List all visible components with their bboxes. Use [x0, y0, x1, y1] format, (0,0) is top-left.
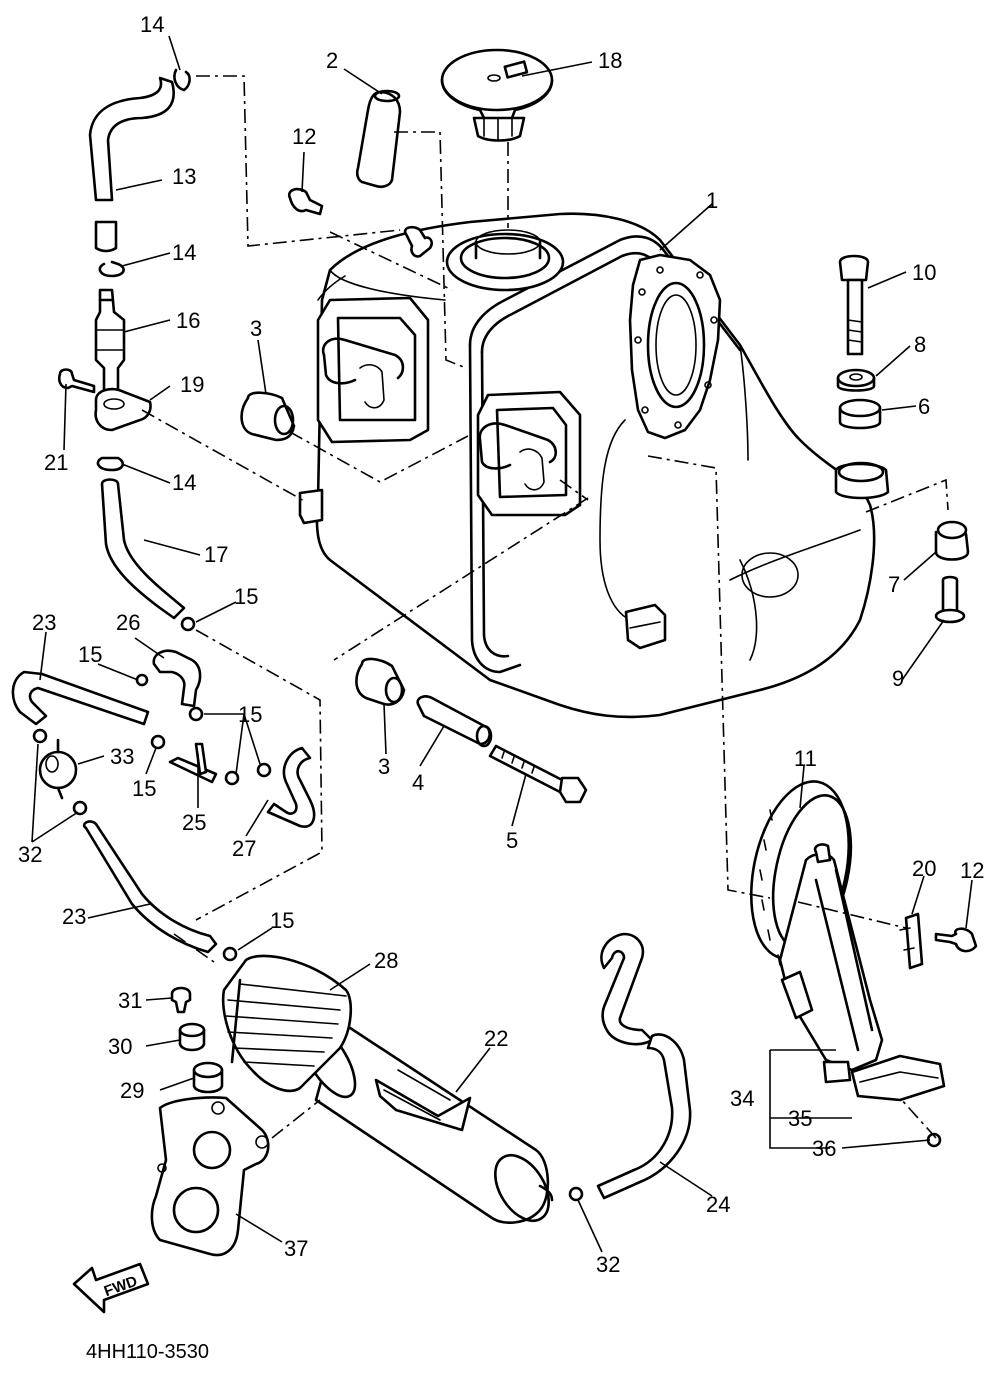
callout-26: 26	[116, 610, 140, 635]
callout-8: 8	[914, 332, 926, 357]
collar-30	[178, 1022, 206, 1052]
callout-1: 1	[706, 188, 718, 213]
fuel-hose-23-lower	[82, 820, 218, 954]
fuel-hose-26	[152, 649, 202, 708]
fuel-hose-23-upper	[11, 670, 150, 726]
collar	[416, 695, 493, 748]
callout-12-upper: 12	[292, 124, 316, 149]
callout-11: 11	[794, 746, 817, 771]
alignment-lines	[141, 75, 949, 1139]
spacer-upper	[240, 391, 296, 442]
callout-31: 31	[118, 988, 142, 1013]
collar-bolt	[934, 575, 966, 624]
fuel-filter	[94, 288, 126, 392]
fuel-sender-33	[38, 738, 78, 800]
callout-23-upper: 23	[32, 610, 56, 635]
forward-arrow: FWD	[72, 1262, 150, 1314]
callout-15-d: 15	[132, 776, 156, 801]
fuel-pump-assembly	[749, 780, 946, 1148]
callout-21: 21	[44, 450, 68, 475]
callout-29: 29	[120, 1078, 144, 1103]
callout-9: 9	[892, 666, 904, 691]
tank-bolt	[838, 254, 870, 356]
grommet-29	[192, 1061, 224, 1094]
pump-bracket	[899, 912, 924, 970]
bolt-31	[170, 986, 192, 1014]
filter-bracket	[94, 387, 152, 432]
fuel-hose-27	[266, 746, 316, 828]
callout-5: 5	[506, 828, 518, 853]
callout-14-top: 14	[140, 12, 164, 37]
callout-12-lower: 12	[960, 858, 984, 883]
flange-bolt-lower	[934, 927, 978, 953]
callout-33: 33	[110, 744, 134, 769]
damper-lower	[934, 520, 970, 561]
callout-34: 34	[730, 1086, 754, 1111]
callout-20: 20	[912, 856, 936, 881]
callout-16: 16	[176, 308, 200, 333]
callout-23-lower: 23	[62, 904, 86, 929]
callout-14-mid: 14	[172, 240, 196, 265]
callout-19: 19	[180, 372, 204, 397]
callout-15-c: 15	[238, 702, 262, 727]
pump-mounting-flange	[628, 253, 722, 440]
vent-hose	[88, 76, 175, 253]
leader-lines	[31, 35, 973, 1253]
callout-2: 2	[326, 48, 338, 73]
spacer-lower	[355, 657, 406, 706]
callout-labels: 1 2 3 3 4 5 6 7 8 9 10 11 12 12 13 14 14…	[18, 12, 984, 1277]
fuel-tank	[298, 212, 890, 719]
callout-7: 7	[888, 572, 900, 597]
callout-6: 6	[918, 394, 930, 419]
drawing-code: 4HH110-3530	[86, 1341, 209, 1363]
hose-clips-small	[32, 616, 584, 1202]
callout-15-b: 15	[78, 642, 102, 667]
pump-bracket-37	[150, 1096, 270, 1257]
pump-damper-28	[221, 954, 353, 1093]
fuel-hose-24	[596, 932, 692, 1200]
callout-3-upper: 3	[250, 316, 262, 341]
callout-18: 18	[598, 48, 622, 73]
fuel-hose-17	[100, 478, 186, 620]
callout-15-e: 15	[270, 908, 294, 933]
filler-cap	[440, 48, 554, 142]
bracket-screw	[57, 368, 96, 394]
breather-hose	[355, 89, 402, 189]
fitting-25	[168, 742, 218, 784]
callout-22: 22	[484, 1026, 508, 1051]
callout-37: 37	[284, 1236, 308, 1261]
damper-upper	[838, 398, 882, 430]
callout-17: 17	[204, 542, 228, 567]
flange-bolt-upper	[287, 187, 324, 216]
callout-3-lower: 3	[378, 754, 390, 779]
callout-4: 4	[412, 770, 424, 795]
callout-13: 13	[172, 164, 196, 189]
callout-25: 25	[182, 810, 206, 835]
callout-36: 36	[812, 1136, 836, 1161]
callout-15-a: 15	[234, 584, 258, 609]
hose-clip	[96, 68, 191, 472]
washer	[836, 368, 876, 392]
callout-24: 24	[706, 1192, 730, 1217]
callout-28: 28	[374, 948, 398, 973]
callout-32-bottom: 32	[596, 1252, 620, 1277]
mounting-bolt	[488, 744, 588, 804]
callout-32-left: 32	[18, 842, 42, 867]
callout-30: 30	[108, 1034, 132, 1059]
callout-14-low: 14	[172, 470, 196, 495]
callout-35: 35	[788, 1106, 812, 1131]
callout-10: 10	[912, 260, 936, 285]
callout-27: 27	[232, 836, 256, 861]
